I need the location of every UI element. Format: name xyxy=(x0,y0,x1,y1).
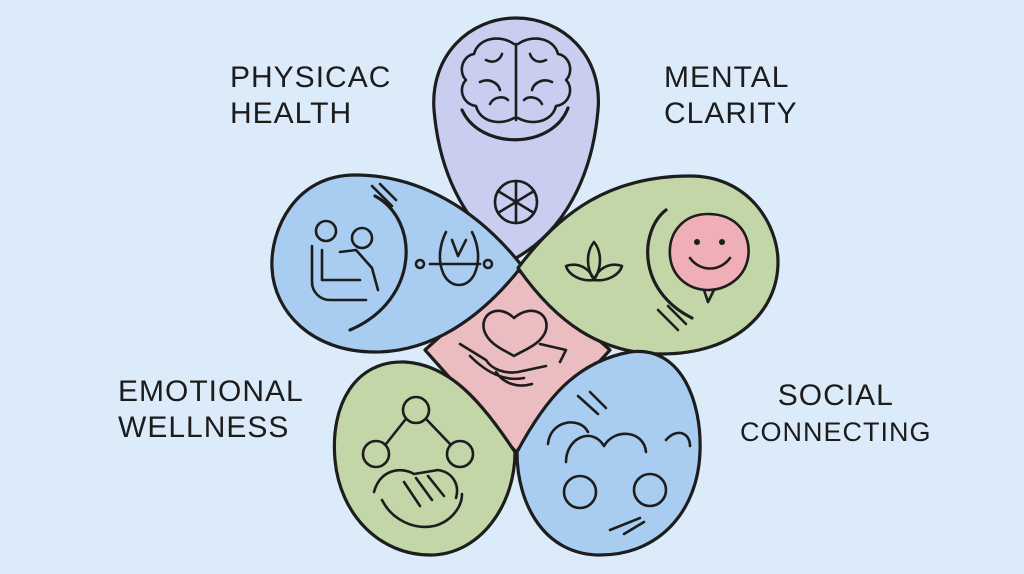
label-physical-health-line1: PHYSICAC xyxy=(230,61,392,94)
body-balance-icon xyxy=(414,230,494,287)
bottom-right-strokes-top xyxy=(576,390,608,416)
network-nodes-icon xyxy=(361,395,475,469)
wheel-icon xyxy=(493,179,539,225)
clasped-hands-icon xyxy=(372,468,464,529)
leaf-sprout-icon xyxy=(564,240,624,282)
left-swoosh xyxy=(348,194,408,332)
label-mental-clarity-line2: CLARITY xyxy=(664,97,798,130)
label-social-connecting: SOCIAL CONNECTING xyxy=(740,378,932,450)
heart-in-hands-icon xyxy=(458,309,568,387)
petal-left xyxy=(270,173,524,354)
label-physical-health: PHYSICAC HEALTH xyxy=(230,60,391,132)
label-mental-clarity-line1: MENTAL xyxy=(664,61,790,94)
people-connection-icon xyxy=(546,421,692,510)
label-mental-clarity: MENTAL CLARITY xyxy=(664,60,798,132)
label-physical-health-line2: HEALTH xyxy=(230,97,353,130)
right-strokes xyxy=(656,304,688,332)
label-social-connecting-line2: CONNECTING xyxy=(740,417,932,447)
left-strokes xyxy=(370,182,398,208)
smile-arc xyxy=(460,106,570,142)
wheelchair-icon xyxy=(310,219,380,302)
bottom-right-arrow xyxy=(608,516,646,536)
label-emotional-wellness-line1: EMOTIONAL xyxy=(118,375,304,408)
smiley-face-icon xyxy=(668,212,750,304)
label-emotional-wellness: EMOTIONAL WELLNESS xyxy=(118,374,304,446)
petal-bottom-left xyxy=(332,360,517,557)
label-emotional-wellness-line2: WELLNESS xyxy=(118,411,290,444)
brain-icon xyxy=(460,37,572,124)
label-social-connecting-line1: SOCIAL xyxy=(777,379,894,412)
right-swoosh xyxy=(646,208,694,320)
petal-top xyxy=(432,16,600,260)
